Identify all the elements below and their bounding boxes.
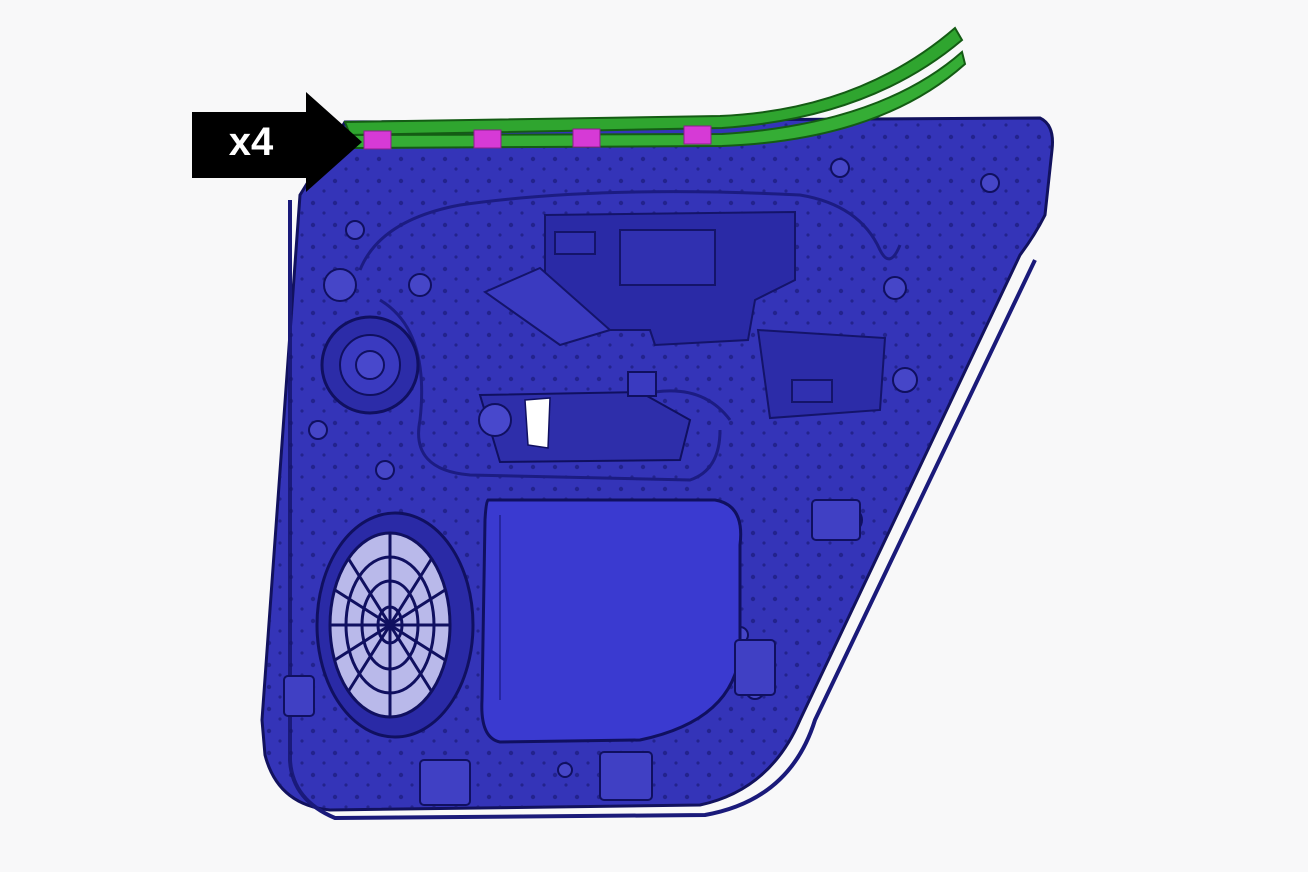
door-handle-area — [478, 371, 692, 464]
tweeter-speaker — [320, 315, 420, 415]
map-pocket — [480, 498, 743, 744]
quantity-label: x4 — [228, 120, 274, 164]
callout-arrow-icon — [192, 92, 362, 192]
clip-marker-2 — [473, 129, 502, 149]
clip-markers — [363, 125, 712, 150]
mounting-tabs — [283, 499, 861, 806]
belt-trim-strip — [342, 26, 967, 150]
clip-marker-1 — [363, 130, 392, 150]
quantity-callout: x4 — [192, 92, 362, 192]
clip-marker-3 — [572, 128, 601, 148]
woofer-speaker — [315, 511, 475, 739]
regulator-area — [482, 210, 887, 420]
clip-marker-4 — [683, 125, 712, 145]
